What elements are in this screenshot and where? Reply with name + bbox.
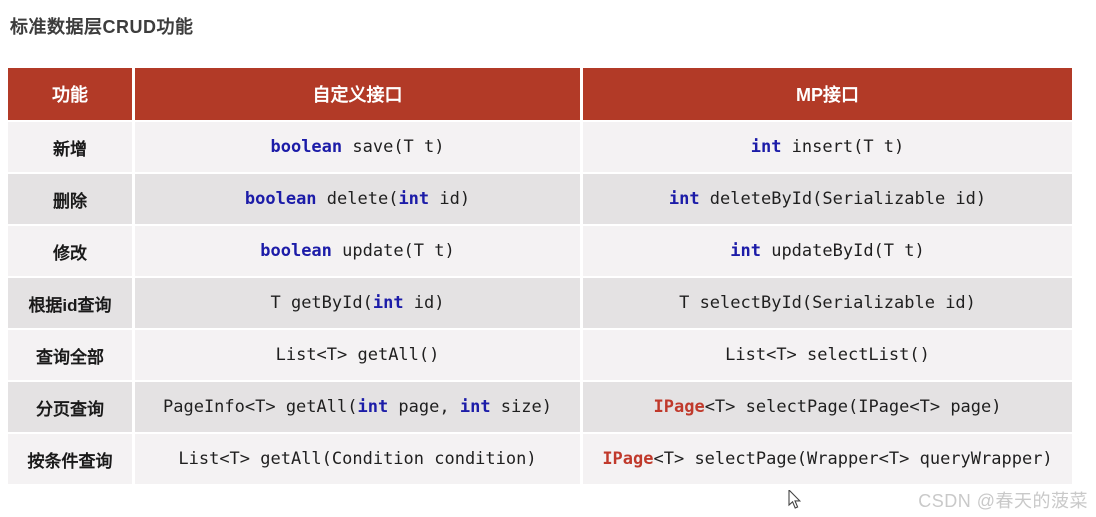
feature-label: 新增 (8, 122, 135, 174)
custom-interface-code: boolean save(T t) (135, 122, 583, 174)
feature-label: 分页查询 (8, 382, 135, 434)
mp-interface-code: List<T> selectList() (583, 330, 1072, 382)
column-header-mp-interface: MP接口 (583, 68, 1072, 122)
table-header-row: 功能 自定义接口 MP接口 (8, 68, 1072, 122)
mouse-cursor-icon (788, 490, 802, 509)
csdn-watermark: CSDN @春天的菠菜 (918, 491, 1088, 511)
mp-interface-code: int deleteById(Serializable id) (583, 174, 1072, 226)
custom-interface-code: List<T> getAll() (135, 330, 583, 382)
feature-label: 查询全部 (8, 330, 135, 382)
mp-interface-code: int insert(T t) (583, 122, 1072, 174)
feature-label: 按条件查询 (8, 434, 135, 486)
feature-label: 根据id查询 (8, 278, 135, 330)
page-title: 标准数据层CRUD功能 (10, 17, 194, 37)
feature-label: 删除 (8, 174, 135, 226)
custom-interface-code: PageInfo<T> getAll(int page, int size) (135, 382, 583, 434)
column-header-custom-interface: 自定义接口 (135, 68, 583, 122)
mp-interface-code: T selectById(Serializable id) (583, 278, 1072, 330)
custom-interface-code: T getById(int id) (135, 278, 583, 330)
custom-interface-code: List<T> getAll(Condition condition) (135, 434, 583, 486)
mp-interface-code: int updateById(T t) (583, 226, 1072, 278)
custom-interface-code: boolean update(T t) (135, 226, 583, 278)
mp-interface-code: IPage<T> selectPage(IPage<T> page) (583, 382, 1072, 434)
feature-label: 修改 (8, 226, 135, 278)
column-header-feature: 功能 (8, 68, 135, 122)
custom-interface-code: boolean delete(int id) (135, 174, 583, 226)
mp-interface-code: IPage<T> selectPage(Wrapper<T> queryWrap… (583, 434, 1072, 486)
